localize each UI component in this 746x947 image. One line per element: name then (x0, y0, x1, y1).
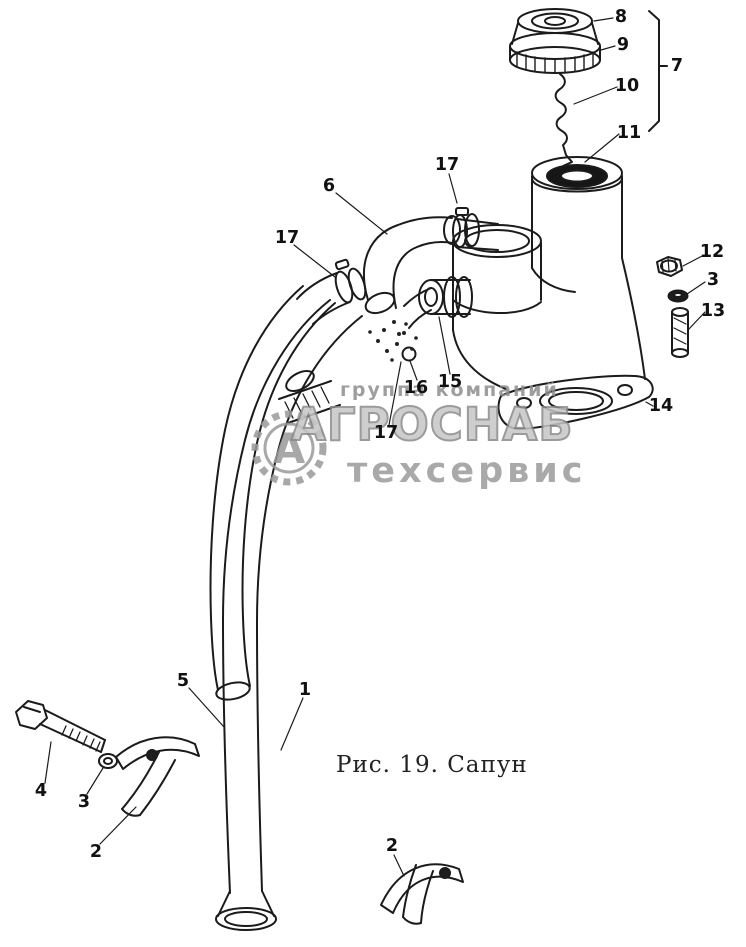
part-label-7: 7 (670, 56, 684, 76)
part-label-16: 16 (403, 378, 429, 398)
clamp2-left-drawing (115, 736, 200, 817)
part-label-2: 2 (385, 836, 399, 856)
part-label-3: 3 (77, 792, 91, 812)
part-label-2: 2 (89, 842, 103, 862)
part-label-6: 6 (322, 176, 336, 196)
part-label-9: 9 (616, 35, 630, 55)
bolt4-drawing (15, 700, 106, 753)
part-label-13: 13 (700, 301, 726, 321)
figure-caption: Рис. 19. Сапун (336, 752, 528, 778)
flange-drawing (497, 374, 654, 430)
part-label-15: 15 (437, 372, 463, 392)
washer3-left-drawing (98, 753, 118, 769)
part-label-10: 10 (614, 76, 640, 96)
part-label-11: 11 (616, 123, 642, 143)
part-label-4: 4 (34, 781, 48, 801)
part-label-17: 17 (434, 155, 460, 175)
part-label-5: 5 (176, 671, 190, 691)
pin13-drawing (671, 307, 689, 358)
breather-cap-drawing (509, 8, 601, 74)
barrel-drawing (531, 156, 623, 269)
part-label-12: 12 (699, 242, 725, 262)
part-label-14: 14 (648, 396, 674, 416)
elbow-hose-drawing (296, 207, 480, 325)
part-label-17: 17 (274, 228, 300, 248)
inlet-stub-drawing (403, 276, 473, 329)
leader-lines (44, 17, 706, 877)
part-label-3: 3 (706, 270, 720, 290)
group-bracket (648, 10, 668, 132)
junction-drawing (368, 320, 418, 362)
washer3-top-drawing (667, 289, 689, 303)
part-label-1: 1 (298, 680, 312, 700)
clamp2-bottom-drawing (380, 863, 464, 925)
part-label-17: 17 (373, 423, 399, 443)
bolt12-drawing (656, 256, 683, 277)
breather-body-drawing (452, 218, 646, 390)
part-label-8: 8 (614, 7, 628, 27)
chain-drawing (554, 73, 573, 167)
tubes-drawing (209, 285, 363, 931)
